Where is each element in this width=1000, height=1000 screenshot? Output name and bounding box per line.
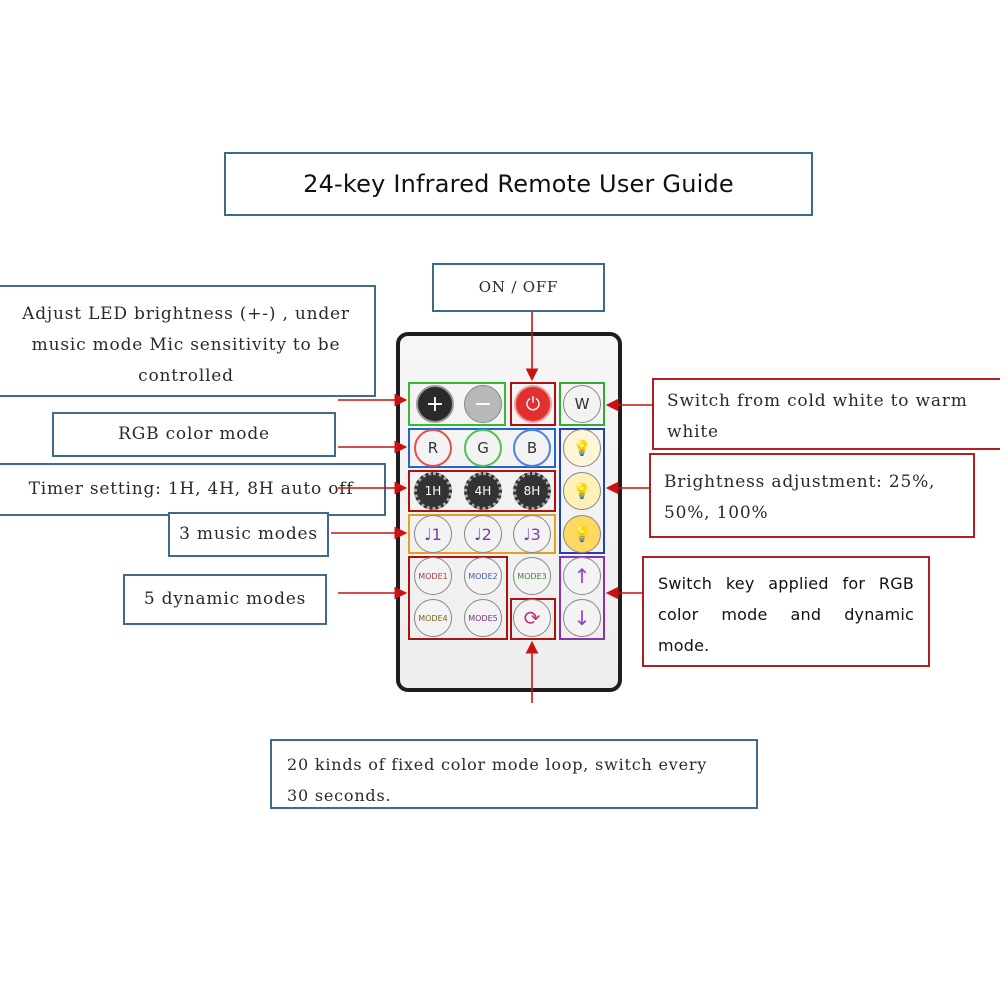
label-dynamic-modes: 5 dynamic modes bbox=[123, 574, 327, 625]
group-power-key bbox=[510, 382, 556, 426]
mode-4-button[interactable]: MODE4 bbox=[414, 599, 452, 637]
brightness-25-button[interactable]: 💡 bbox=[563, 429, 601, 467]
timer-4h-button[interactable]: 4H bbox=[464, 472, 502, 510]
music-note-icon: ♩1 bbox=[424, 524, 442, 544]
timer-8h-button[interactable]: 8H bbox=[513, 472, 551, 510]
page-title-text: 24-key Infrared Remote User Guide bbox=[303, 170, 734, 198]
label-rgb-mode: RGB color mode bbox=[52, 412, 336, 457]
label-brightness-adjust: Adjust LED brightness (+-) , under music… bbox=[0, 285, 376, 397]
power-button[interactable]: ⏻ bbox=[514, 385, 552, 423]
minus-icon: − bbox=[473, 391, 493, 417]
arrow-up-icon: ↑ bbox=[573, 564, 591, 588]
brightness-50-button[interactable]: 💡 bbox=[563, 472, 601, 510]
label-cold-warm-white: Switch from cold white to warm white bbox=[652, 378, 1000, 450]
group-timer-keys bbox=[408, 470, 556, 512]
arrow-down-icon: ↓ bbox=[573, 606, 591, 630]
green-button[interactable]: G bbox=[464, 429, 502, 467]
label-on-off: ON / OFF bbox=[432, 263, 605, 312]
brightness-100-button[interactable]: 💡 bbox=[563, 515, 601, 553]
mode-5-button[interactable]: MODE5 bbox=[464, 599, 502, 637]
minus-button[interactable]: − bbox=[464, 385, 502, 423]
up-button[interactable]: ↑ bbox=[563, 557, 601, 595]
red-button[interactable]: R bbox=[414, 429, 452, 467]
music-mode-1-button[interactable]: ♩1 bbox=[414, 515, 452, 553]
label-timer: Timer setting: 1H, 4H, 8H auto off bbox=[0, 463, 386, 516]
mode-1-button[interactable]: MODE1 bbox=[414, 557, 452, 595]
loop-icon: ⟳ bbox=[523, 606, 541, 630]
mode-3-button[interactable]: MODE3 bbox=[513, 557, 551, 595]
white-key-label: W bbox=[574, 395, 590, 413]
color-loop-button[interactable]: ⟳ bbox=[513, 599, 551, 637]
label-music-modes: 3 music modes bbox=[168, 512, 329, 557]
down-button[interactable]: ↓ bbox=[563, 599, 601, 637]
group-dynamic-keys bbox=[408, 556, 508, 640]
label-brightness-levels: Brightness adjustment: 25%, 50%, 100% bbox=[649, 453, 975, 538]
label-color-loop: 20 kinds of fixed color mode loop, switc… bbox=[270, 739, 758, 809]
label-switch-key: Switch key applied for RGB color mode an… bbox=[642, 556, 930, 667]
plus-icon: + bbox=[425, 391, 445, 417]
plus-button[interactable]: + bbox=[416, 385, 454, 423]
page-title: 24-key Infrared Remote User Guide bbox=[224, 152, 813, 216]
power-icon: ⏻ bbox=[525, 393, 541, 415]
music-mode-3-button[interactable]: ♩3 bbox=[513, 515, 551, 553]
music-note-icon: ♩3 bbox=[523, 524, 541, 544]
group-w-key bbox=[559, 382, 605, 426]
bulb-icon: 💡 bbox=[572, 525, 592, 543]
mode-2-button[interactable]: MODE2 bbox=[464, 557, 502, 595]
bulb-icon: 💡 bbox=[572, 482, 592, 500]
group-brightness-keys bbox=[408, 382, 506, 426]
music-mode-2-button[interactable]: ♩2 bbox=[464, 515, 502, 553]
blue-button[interactable]: B bbox=[513, 429, 551, 467]
timer-1h-button[interactable]: 1H bbox=[414, 472, 452, 510]
music-note-icon: ♩2 bbox=[474, 524, 492, 544]
bulb-icon: 💡 bbox=[572, 439, 592, 457]
white-button[interactable]: W bbox=[563, 385, 601, 423]
